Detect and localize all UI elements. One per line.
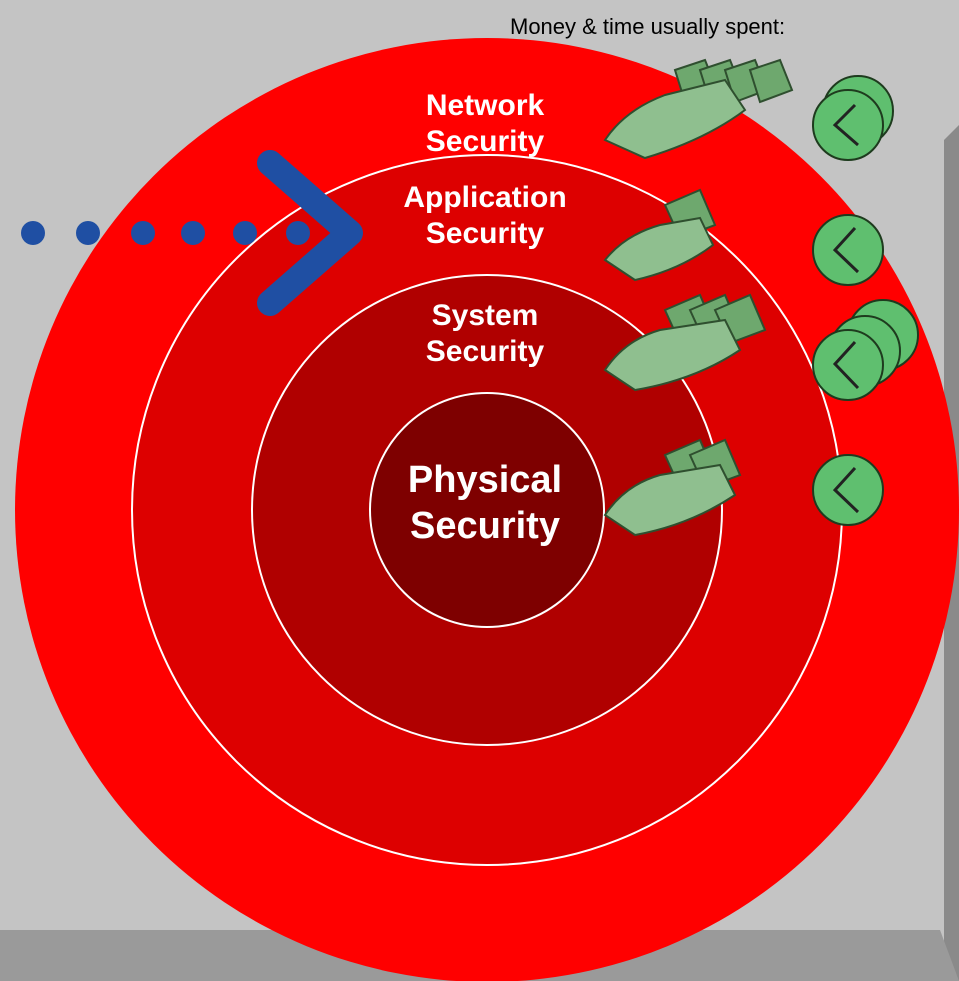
label-line: Security [425,335,545,368]
label-application-security: Application Security [365,180,605,252]
label-line: Network [425,89,545,122]
label-line: System [431,299,539,332]
dollar-clock-icon [812,299,919,401]
dollar-clock-icon [812,454,884,526]
clock-hand [832,340,860,390]
clock-face [812,89,884,161]
arrow-dot [131,221,155,245]
money-hand-icon [603,293,767,392]
money-hand-icon [603,58,794,160]
clock-hand [832,103,859,147]
arrow-chevron [257,150,363,316]
arrow-dot [286,221,310,245]
arrow-dot [233,221,257,245]
clock-hand [832,466,860,514]
clock-face [812,454,884,526]
money-hand-icon [603,188,717,282]
label-network-security: Network Security [380,88,590,160]
label-line: Security [425,125,545,158]
money-hand-icon [603,438,742,537]
dollar-clock-icon [812,75,894,161]
label-system-security: System Security [380,298,590,370]
clock-face [812,329,884,401]
arrow-dot [21,221,45,245]
money-hand [603,318,742,392]
ring-physical [369,392,605,628]
money-bill [748,58,794,104]
label-line: Application [403,181,567,214]
money-hand [603,216,715,282]
label-line: Security [410,504,560,547]
money-hand [603,78,747,160]
caption-money-time: Money & time usually spent: [510,14,786,39]
label-physical-security: Physical Security [370,458,600,549]
money-hand [603,463,737,537]
dollar-clock-icon [812,214,884,286]
arrow-dot [181,221,205,245]
label-line: Security [425,217,545,250]
clock-hand [832,226,860,274]
chevron-arrow-icon [21,150,363,316]
clock-face [812,214,884,286]
arrow-dot [76,221,100,245]
label-line: Physical [407,459,563,501]
